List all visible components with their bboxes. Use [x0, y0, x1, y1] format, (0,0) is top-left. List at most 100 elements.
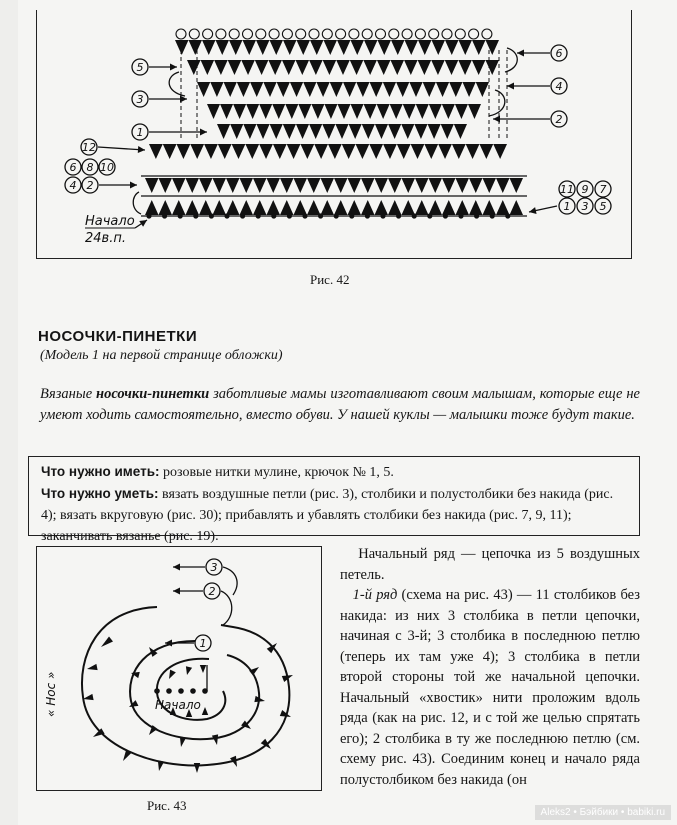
stitch-row-6 — [217, 144, 232, 159]
stitch-row-3 — [356, 82, 370, 97]
stitch-spike — [281, 675, 293, 682]
stitch-row-7 — [158, 178, 172, 193]
stitch-row-3 — [462, 82, 476, 97]
stitch-row-1 — [283, 40, 297, 55]
stitch-row-8 — [320, 200, 334, 215]
stitch-row-1 — [445, 40, 459, 55]
stitch-row-4 — [402, 104, 416, 119]
chain-dot — [349, 213, 355, 219]
chain-loop — [348, 28, 360, 40]
stitch-spike — [87, 663, 98, 671]
stitch-row-3 — [369, 82, 383, 97]
stitch-row-3 — [210, 82, 224, 97]
marker-left-4-text: 4 — [70, 179, 77, 192]
stitch-row-6 — [396, 144, 411, 159]
stitch-row-1 — [242, 40, 256, 55]
figure-43-caption: Рис. 43 — [147, 798, 187, 813]
intro-text-start: Вязаные — [40, 386, 97, 402]
stitch-row-1 — [296, 40, 310, 55]
arrow-left-12-head — [137, 146, 145, 154]
stitch-row-7 — [509, 178, 523, 193]
stitch-row-1 — [391, 40, 405, 55]
figure-42-start-label: Начало — [85, 214, 135, 229]
stitch-row-7 — [226, 178, 240, 193]
marker-left-1-text: 1 — [137, 126, 144, 139]
stitch-row-2 — [322, 60, 337, 75]
stitch-row-6 — [369, 144, 384, 159]
chain-dot — [427, 213, 433, 219]
arrow-43-3-head — [173, 563, 180, 571]
arrow-right-6-head — [517, 49, 524, 57]
stitch-row-1 — [229, 40, 243, 55]
chain-loop — [481, 28, 493, 40]
intro-text-end: заботливые мамы изготавливают своим малы… — [40, 386, 640, 423]
stitch-row-8 — [145, 200, 159, 215]
stitch-row-7 — [253, 178, 267, 193]
stitch-row-4 — [272, 104, 286, 119]
row-1-label: 1-й ряд — [352, 587, 398, 603]
stitch-row-5 — [230, 124, 244, 139]
stitch-row-5 — [414, 124, 428, 139]
stitch-row-6 — [410, 144, 425, 159]
stitch-row-8 — [293, 200, 307, 215]
stitch-spike — [266, 643, 277, 654]
chain-loop — [414, 28, 426, 40]
stitch-row-8 — [253, 200, 267, 215]
stitch-row-2 — [200, 60, 215, 75]
stitch-row-8 — [361, 200, 375, 215]
stitch-row-4 — [311, 104, 325, 119]
stitch-spike — [129, 700, 139, 707]
chain-dot — [442, 213, 448, 219]
marker-right-5-text: 5 — [600, 200, 607, 213]
marker-right-5 — [594, 197, 612, 215]
stitch-row-7 — [307, 178, 321, 193]
stitch-row-2 — [349, 60, 364, 75]
stitch-spike — [260, 738, 271, 749]
start-row-text: Начальный ряд — цепочка из 5 воздушных п… — [340, 546, 641, 583]
stitch-row-6 — [190, 144, 205, 159]
chain-dot — [178, 688, 184, 694]
arrow-left-1-head — [200, 128, 207, 136]
stitch-spike — [169, 707, 177, 715]
chain-dot — [364, 213, 370, 219]
stitch-row-3 — [303, 82, 317, 97]
stitch-row-6 — [149, 144, 163, 159]
marker-left-5 — [131, 58, 149, 76]
need-have-text: розовые нитки мулине, крючок № 1, 5. — [159, 465, 394, 480]
stitch-spike — [241, 720, 251, 729]
marker-right-7 — [594, 180, 612, 198]
chain-loop — [241, 28, 254, 40]
arrow-left-3-head — [180, 95, 187, 103]
stitch-spike — [193, 763, 201, 773]
chain-loop — [295, 28, 307, 40]
marker-right-1 — [558, 197, 576, 215]
stitch-row-2 — [417, 60, 432, 75]
marker-left-3-text: 3 — [137, 93, 144, 106]
stitch-row-8 — [415, 200, 429, 215]
stitch-row-1 — [364, 40, 378, 55]
stitch-row-2 — [376, 60, 391, 75]
stitch-row-1 — [256, 40, 270, 55]
stitch-row-8 — [307, 200, 321, 215]
chain-dot — [411, 213, 417, 219]
chain-loop — [281, 28, 293, 40]
stitch-row-5 — [348, 124, 362, 139]
stitch-row-4 — [454, 104, 468, 119]
stitch-row-7 — [347, 178, 361, 193]
chain-loop — [228, 28, 240, 40]
stitch-row-8 — [482, 200, 496, 215]
stitch-row-8 — [226, 200, 240, 215]
stitch-row-2 — [214, 60, 228, 75]
stitch-row-2 — [444, 60, 459, 75]
stitch-row-5 — [388, 124, 402, 139]
marker-43-1 — [194, 634, 212, 652]
need-know-line: Что нужно уметь: вязать воздушные петли … — [41, 483, 631, 547]
stitch-row-1 — [175, 40, 189, 55]
stitch-row-8 — [212, 200, 226, 215]
chain-dot — [190, 688, 196, 694]
stitch-row-3 — [236, 82, 251, 97]
turn-arrow — [504, 47, 518, 73]
arrow-43-2-head — [173, 587, 180, 595]
stitch-row-6 — [162, 144, 177, 159]
